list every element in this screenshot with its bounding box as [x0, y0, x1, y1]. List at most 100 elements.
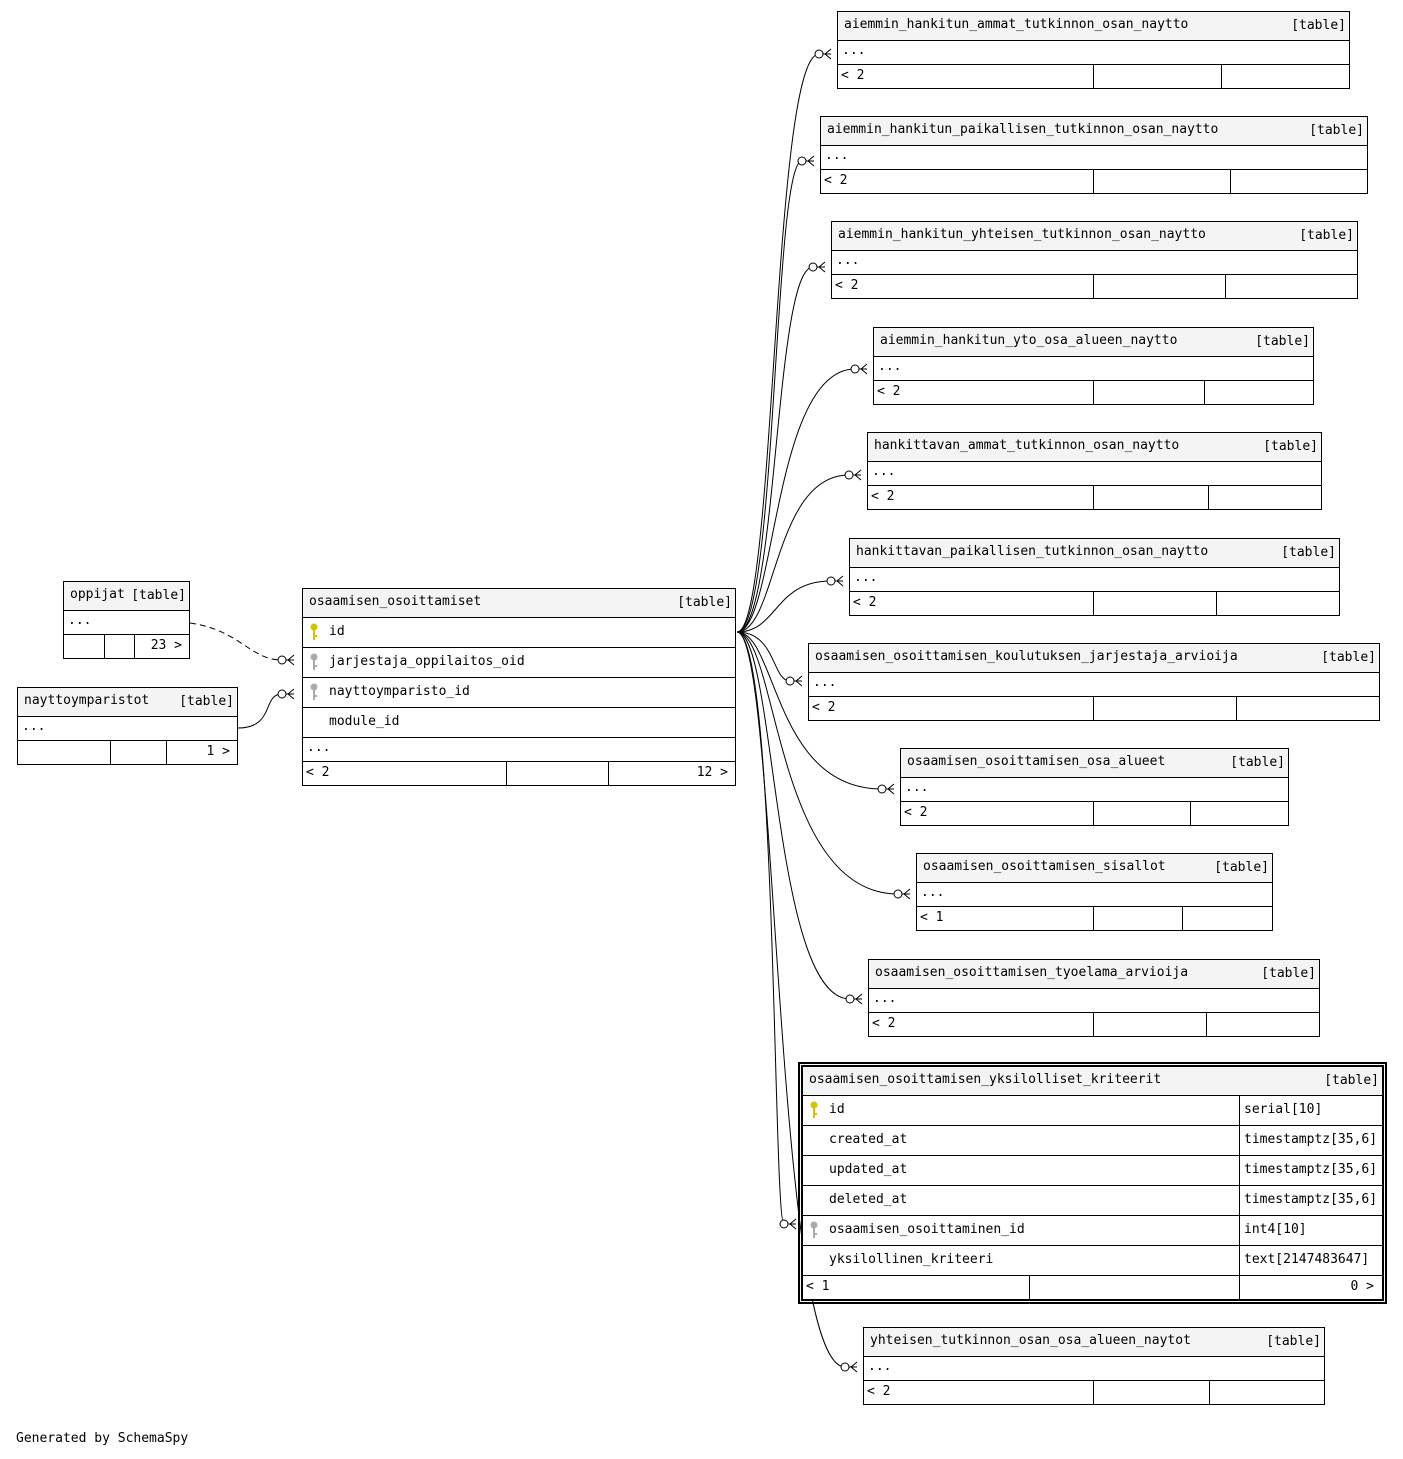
table-child[interactable]: hankittavan_ammat_tutkinnon_osan_naytto[… — [867, 432, 1322, 510]
table-tag: [table] — [677, 595, 732, 610]
table-footer: 1 > — [18, 741, 237, 764]
columns-ellipsis: ... — [864, 1357, 1324, 1381]
table-name: osaamisen_osoittamisen_osa_alueet — [907, 754, 1166, 769]
column-type: timestamptz[35,6] — [1239, 1126, 1382, 1155]
table-header: aiemmin_hankitun_yto_osa_alueen_naytto [t… — [874, 328, 1313, 357]
table-tag: [table] — [1230, 755, 1285, 770]
table-footer: < 2 — [868, 486, 1321, 509]
columns-ellipsis: ... — [832, 251, 1357, 275]
parents-count: < 2 — [824, 173, 848, 188]
edge-nayttoymparistot-optional-marker — [277, 689, 287, 699]
table-header: yhteisen_tutkinnon_osan_osa_alueen_nayto… — [864, 1328, 1324, 1357]
primary-key-icon — [310, 623, 318, 640]
children-count: 1 > — [206, 744, 230, 759]
parents-count: < 2 — [904, 805, 928, 820]
table-name: osaamisen_osoittamisen_tyoelama_arvioija — [875, 965, 1189, 980]
table-tag: [table] — [1214, 860, 1269, 875]
parents-count: < 2 — [835, 278, 859, 293]
columns-ellipsis: ... — [64, 611, 189, 635]
table-child[interactable]: aiemmin_hankitun_ammat_tutkinnon_osan_na… — [837, 11, 1350, 89]
parents-count: < 2 — [872, 1016, 896, 1031]
parents-count: < 2 — [871, 489, 895, 504]
table-child[interactable]: osaamisen_osoittamisen_koulutuksen_jarje… — [808, 643, 1380, 721]
generated-by-footer: Generated by SchemaSpy — [16, 1431, 189, 1446]
table-tag: [table] — [1266, 1334, 1321, 1349]
table-name: aiemmin_hankitun_ammat_tutkinnon_osan_na… — [844, 17, 1189, 32]
parents-count: < 2 — [841, 68, 865, 83]
table-header: aiemmin_hankitun_paikallisen_tutkinnon_o… — [821, 117, 1367, 146]
columns-ellipsis: ... — [821, 146, 1367, 170]
table-osaamisen-osoittamiset[interactable]: osaamisen_osoittamiset [table] id jarjes… — [302, 588, 736, 786]
column-type: timestamptz[35,6] — [1239, 1156, 1382, 1185]
table-name: osaamisen_osoittamisen_sisallot — [923, 859, 1166, 874]
table-child[interactable]: aiemmin_hankitun_paikallisen_tutkinnon_o… — [820, 116, 1368, 194]
edge-child-5-many-marker — [835, 575, 844, 587]
table-name: aiemmin_hankitun_yto_osa_alueen_naytto — [880, 333, 1178, 348]
edge-child-4-many-marker — [853, 469, 862, 481]
foreign-key-icon — [810, 1221, 818, 1238]
column-name: module_id — [329, 714, 400, 729]
column-row-jarjestaja-oppilaitos-oid[interactable]: jarjestaja_oppilaitos_oid — [303, 648, 735, 678]
column-row-id[interactable]: id serial[10] — [803, 1096, 1382, 1126]
table-header: hankittavan_paikallisen_tutkinnon_osan_n… — [850, 539, 1339, 568]
table-footer: < 2 — [821, 170, 1367, 193]
primary-key-icon — [810, 1101, 818, 1118]
edge-child-2 — [736, 266, 814, 633]
table-footer: < 1 0 > — [803, 1276, 1382, 1299]
table-tag: [table] — [1255, 334, 1310, 349]
table-tag: [table] — [1309, 123, 1364, 138]
table-child[interactable]: osaamisen_osoittamisen_sisallot[table] .… — [916, 853, 1273, 931]
edge-child-0 — [736, 53, 820, 633]
table-name: osaamisen_osoittamisen_koulutuksen_jarje… — [815, 649, 1238, 664]
table-oppijat[interactable]: oppijat [table] ... 23 > — [63, 581, 190, 659]
table-header: osaamisen_osoittamisen_yksilolliset_krit… — [803, 1067, 1382, 1096]
column-type: text[2147483647] — [1239, 1246, 1382, 1275]
table-header: osaamisen_osoittamiset [table] — [303, 589, 735, 618]
column-row-created-at[interactable]: created_at timestamptz[35,6] — [803, 1126, 1382, 1156]
column-row-id[interactable]: id — [303, 618, 735, 648]
table-footer: < 1 — [917, 907, 1272, 930]
table-footer: < 2 — [869, 1013, 1319, 1036]
table-child[interactable]: osaamisen_osoittamisen_osa_alueet [table]… — [900, 748, 1289, 826]
column-type: int4[10] — [1239, 1216, 1382, 1245]
edge-child-11-optional-marker — [840, 1362, 850, 1372]
table-name: hankittavan_paikallisen_tutkinnon_osan_n… — [856, 544, 1209, 559]
columns-ellipsis: ... — [901, 778, 1288, 802]
table-tag: [table] — [1263, 439, 1318, 454]
parents-count: < 1 — [920, 910, 944, 925]
table-child[interactable]: aiemmin_hankitun_yhteisen_tutkinnon_osan… — [831, 221, 1358, 299]
table-name: nayttoymparistot — [24, 693, 150, 708]
table-child[interactable]: osaamisen_osoittamisen_tyoelama_arvioija… — [868, 959, 1320, 1037]
table-child[interactable]: yhteisen_tutkinnon_osan_osa_alueen_nayto… — [863, 1327, 1325, 1405]
edge-child-2-many-marker — [817, 261, 826, 273]
column-row-yksilollinen-kriteeri[interactable]: yksilollinen_kriteeri text[2147483647] — [803, 1246, 1382, 1276]
table-nayttoymparistot[interactable]: nayttoymparistot [table] ... 1 > — [17, 687, 238, 765]
table-footer: < 2 — [850, 592, 1339, 615]
columns-ellipsis: ... — [874, 357, 1313, 381]
columns-ellipsis: ... — [850, 568, 1339, 592]
table-child[interactable]: aiemmin_hankitun_yto_osa_alueen_naytto [t… — [873, 327, 1314, 405]
table-osaamisen-osoittamisen-yksilolliset-kriteerit[interactable]: osaamisen_osoittamisen_yksilolliset_krit… — [798, 1062, 1387, 1304]
edge-child-6 — [736, 631, 791, 682]
table-name: osaamisen_osoittamiset — [309, 594, 482, 609]
edge-child-4 — [736, 474, 850, 633]
table-name: osaamisen_osoittamisen_yksilolliset_krit… — [809, 1072, 1162, 1087]
column-name: nayttoymparisto_id — [329, 684, 470, 699]
table-header: hankittavan_ammat_tutkinnon_osan_naytto[… — [868, 433, 1321, 462]
column-row-updated-at[interactable]: updated_at timestamptz[35,6] — [803, 1156, 1382, 1186]
column-name: created_at — [829, 1132, 908, 1147]
column-row-module-id[interactable]: module_id — [303, 708, 735, 738]
column-row-nayttoymparisto-id[interactable]: nayttoymparisto_id — [303, 678, 735, 708]
table-name: aiemmin_hankitun_yhteisen_tutkinnon_osan… — [838, 227, 1206, 242]
table-footer: < 2 12 > — [303, 762, 735, 785]
table-header: osaamisen_osoittamisen_koulutuksen_jarje… — [809, 644, 1379, 673]
edge-oppijat — [189, 622, 283, 661]
table-footer: < 2 — [874, 381, 1313, 404]
columns-ellipsis: ... — [303, 738, 735, 762]
table-child[interactable]: hankittavan_paikallisen_tutkinnon_osan_n… — [849, 538, 1340, 616]
column-row-osaamisen-osoittaminen-id[interactable]: osaamisen_osoittaminen_id int4[10] — [803, 1216, 1382, 1246]
column-row-deleted-at[interactable]: deleted_at timestamptz[35,6] — [803, 1186, 1382, 1216]
parents-count: < 2 — [867, 1384, 891, 1399]
column-type: timestamptz[35,6] — [1239, 1186, 1382, 1215]
edge-oppijat-optional-marker — [277, 655, 287, 665]
